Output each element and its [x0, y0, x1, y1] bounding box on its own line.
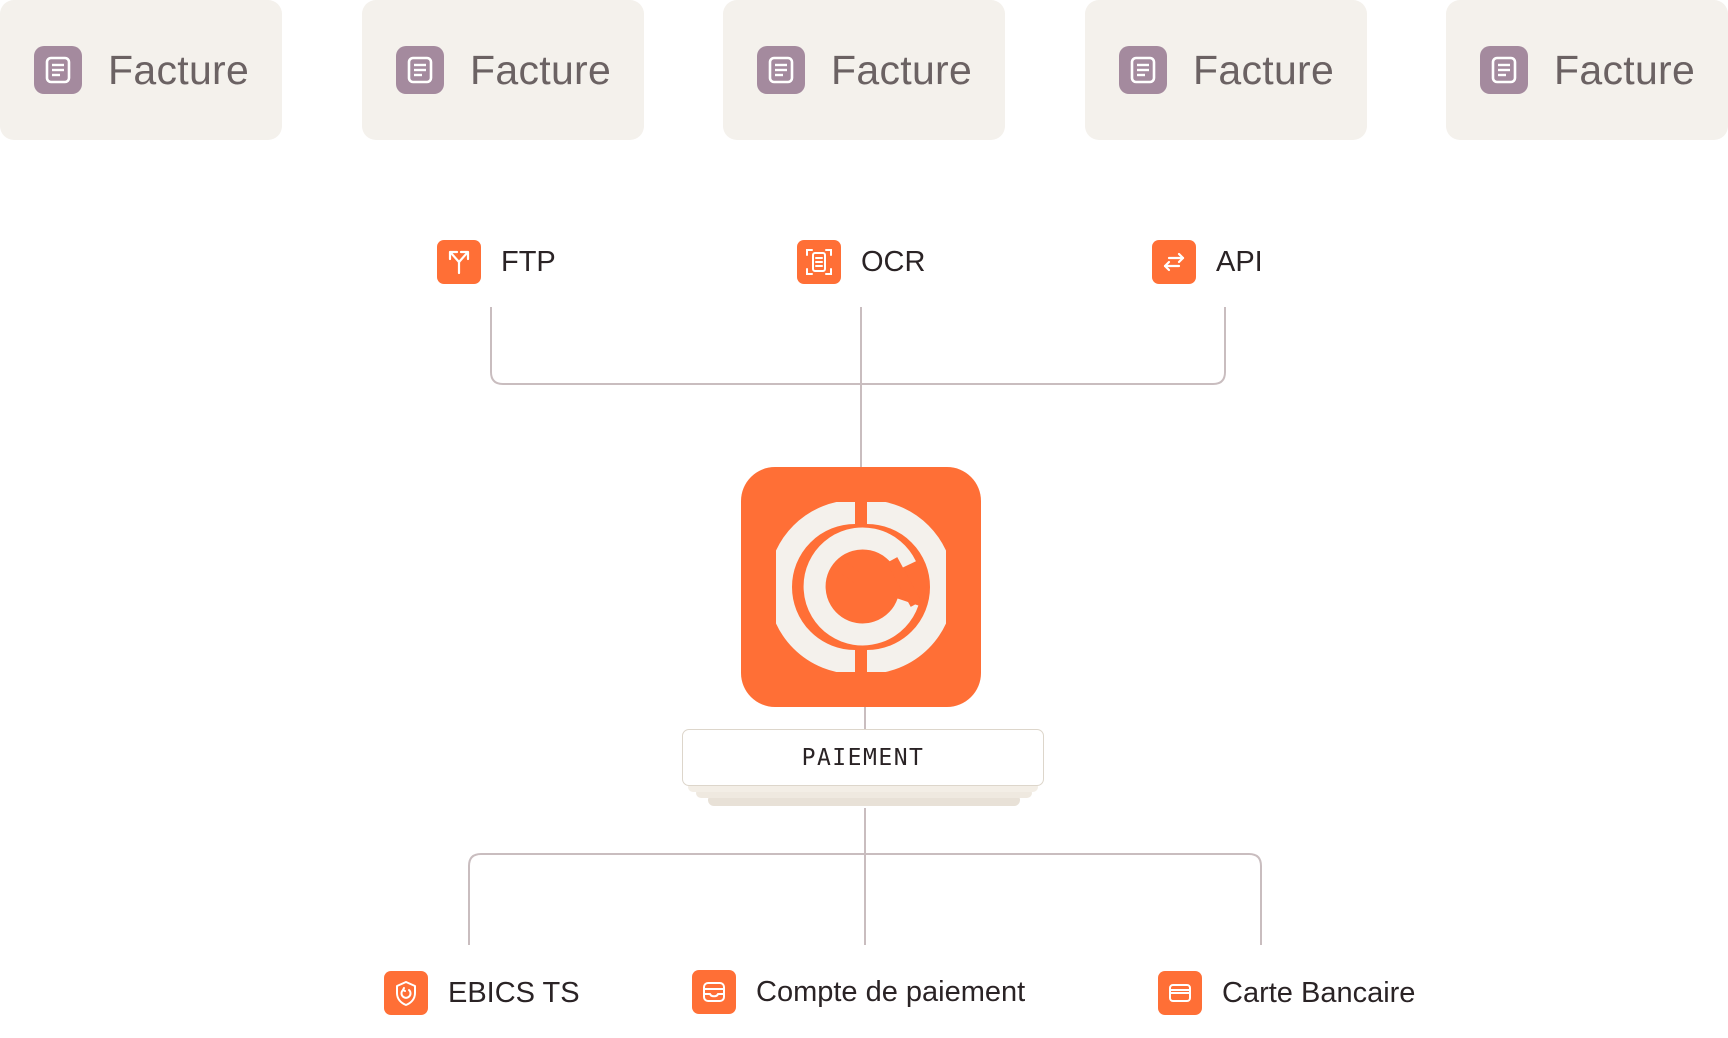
invoice-label: Facture [108, 46, 250, 93]
invoice-label: Facture [1193, 46, 1335, 93]
dest-carte-label: Carte Bancaire [1222, 976, 1416, 1009]
swap-arrows-icon [1152, 240, 1196, 284]
wallet-icon [692, 970, 736, 1014]
invoice-label: Facture [1554, 46, 1696, 93]
dest-compte-label: Compte de paiement [756, 975, 1026, 1008]
invoice-card-3: Facture [723, 0, 1005, 140]
source-ftp: FTP [437, 240, 556, 284]
dest-compte: Compte de paiement [692, 970, 1026, 1015]
dest-ebics-label: EBICS TS [448, 976, 580, 1009]
paiement-box: PAIEMENT [682, 729, 1044, 786]
document-icon [1480, 46, 1528, 94]
invoice-label: Facture [831, 46, 973, 93]
dest-ebics: EBICS TS [384, 971, 580, 1015]
split-arrows-icon [437, 240, 481, 284]
invoice-label: Facture [470, 46, 612, 93]
source-api: API [1152, 240, 1263, 284]
logo-icon [776, 502, 946, 672]
source-ftp-label: FTP [501, 245, 556, 278]
invoice-card-2: Facture [362, 0, 644, 140]
source-api-label: API [1216, 245, 1263, 278]
connector-destinations [468, 853, 1262, 945]
paiement-label: PAIEMENT [801, 744, 925, 771]
paiement-stack-layer [688, 782, 1038, 792]
shield-icon [384, 971, 428, 1015]
connector-sources [490, 307, 1226, 385]
document-icon [396, 46, 444, 94]
dest-carte: Carte Bancaire [1158, 971, 1415, 1015]
source-ocr: OCR [797, 240, 925, 284]
document-icon [757, 46, 805, 94]
credit-card-icon [1158, 971, 1202, 1015]
hub-logo [741, 467, 981, 707]
document-icon [34, 46, 82, 94]
paiement-stack-layer [696, 788, 1032, 798]
source-ocr-label: OCR [861, 245, 926, 278]
document-scan-icon [797, 240, 841, 284]
invoice-card-1: Facture [0, 0, 282, 140]
invoice-card-5: Facture [1446, 0, 1728, 140]
document-icon [1119, 46, 1167, 94]
invoice-card-4: Facture [1085, 0, 1367, 140]
